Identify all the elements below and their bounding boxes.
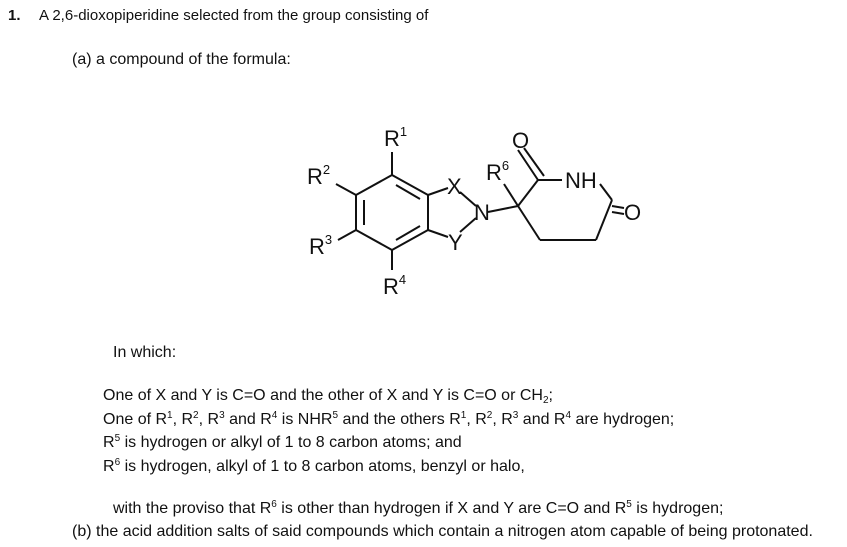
five-membered-ring: [427, 187, 477, 238]
proviso-line: with the proviso that R6 is other than h…: [113, 499, 724, 518]
substituent-bonds: [335, 152, 393, 270]
part-b-line: (b) the acid addition salts of said comp…: [72, 523, 813, 540]
in-which-label: In which:: [113, 344, 177, 361]
condition-line-2: One of R1, R2, R3 and R4 is NHR5 and the…: [103, 410, 675, 429]
claim-number: 1.: [8, 7, 21, 24]
piperidine-ring: [487, 147, 625, 241]
x-label: X: [447, 174, 462, 199]
r4-label: R4: [383, 272, 406, 299]
condition-line-4: R6 is hydrogen, alkyl of 1 to 8 carbon a…: [103, 457, 525, 476]
benzene-ring: [355, 174, 429, 251]
carbonyl-o-top: O: [512, 128, 529, 153]
chemical-structure-diagram: R1 R2 R3 R4 R6 X Y N NH O O: [307, 124, 641, 299]
y-label: Y: [448, 230, 463, 255]
r6-label: R6: [486, 158, 509, 185]
nh-label: NH: [565, 168, 597, 193]
part-a-label: (a) a compound of the formula:: [72, 51, 291, 68]
n-label: N: [474, 200, 490, 225]
claim-intro: A 2,6-dioxopiperidine selected from the …: [39, 7, 429, 24]
r3-label: R3: [309, 232, 332, 259]
condition-line-3: R5 is hydrogen or alkyl of 1 to 8 carbon…: [103, 433, 462, 452]
r1-label: R1: [384, 124, 407, 151]
condition-line-1: One of X and Y is C=O and the other of X…: [103, 387, 553, 406]
carbonyl-o-right: O: [624, 200, 641, 225]
r2-label: R2: [307, 162, 330, 189]
